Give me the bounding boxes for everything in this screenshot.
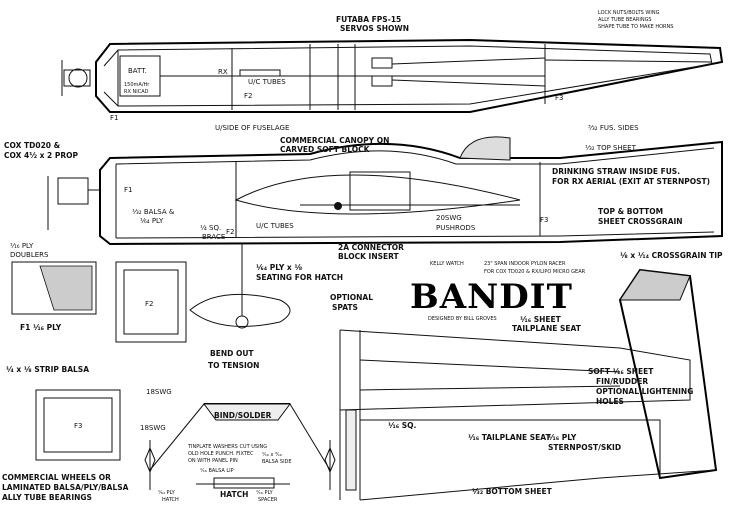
washer-note-1: TINPLATE WASHERS CUT USING — [187, 444, 267, 450]
soft-sheet-label-3: OPTIONAL LIGHTENING — [596, 387, 693, 396]
wing-note-2: ALLY TUBE BEARINGS — [598, 17, 652, 23]
washer-note-3: ON WITH PANEL PIN — [188, 458, 238, 464]
engine-label-1: COX TD020 & — [4, 141, 61, 150]
straw-label-2: FOR RX AERIAL (EXIT AT STERNPOST) — [552, 177, 710, 186]
rx-label: RX — [218, 68, 228, 76]
wire-gauge-label-2: 18SWG — [140, 424, 166, 432]
soft-sheet-label-4: HOLES — [596, 397, 624, 406]
doublers-label-1: ¹⁄₁₆ PLY — [10, 242, 34, 250]
f1-ply-label: F1 ¹⁄₁₆ PLY — [20, 323, 62, 332]
strip-balsa-label: ¹⁄₄ x ¹⁄₈ STRIP BALSA — [6, 365, 89, 374]
fin-and-tailplane — [339, 268, 718, 501]
connector-label-1: 2A CONNECTOR — [338, 243, 404, 252]
brace-label-1: ¹⁄₄ SQ. — [200, 224, 221, 232]
side-size-label: ¹⁄₁₆ x ³⁄₁₆ — [262, 452, 282, 458]
pushrods-label-2: PUSHRODS — [436, 224, 476, 232]
tp-seat-bottom-label: ¹⁄₁₆ TAILPLANE SEAT — [468, 433, 551, 442]
sq-label: ¹⁄₁₆ SQ. — [388, 421, 416, 430]
undercarriage-wire — [144, 403, 336, 490]
wheels-label-3: ALLY TUBE BEARINGS — [2, 493, 92, 502]
canopy-label-1: COMMERCIAL CANOPY ON — [280, 136, 389, 145]
f2-part-label: F2 — [145, 300, 153, 308]
canopy-label-2: CARVED SOFT BLOCK — [280, 145, 371, 154]
side-f3-label: F3 — [540, 216, 548, 224]
ply-hatch-label-2: HATCH — [162, 497, 179, 503]
ply-spacer-label-2: SPACER — [258, 497, 278, 503]
side-f1-label: F1 — [124, 186, 132, 194]
bend-label-2: TO TENSION — [208, 361, 259, 370]
balsa-ply-label-2: ¹⁄₆₄ PLY — [140, 217, 164, 225]
hatch-cross-section — [196, 477, 290, 489]
battery-spec-2: RX NICAD — [124, 89, 149, 95]
spats-label-2: SPATS — [332, 303, 358, 312]
f3-former — [35, 389, 121, 461]
top-f1-label: F1 — [110, 114, 118, 122]
top-f2-label: F2 — [244, 92, 252, 100]
top-uc-tubes-label: U/C TUBES — [248, 78, 286, 86]
balsa-ply-label-1: ¹⁄₃₂ BALSA & — [132, 208, 175, 216]
wheels-label-1: COMMERCIAL WHEELS OR — [2, 473, 111, 482]
wing-note-3: SHAPE TUBE TO MAKE HORNS — [598, 24, 673, 30]
balsa-side-label: BALSA SIDE — [262, 459, 292, 465]
top-f3-label: F3 — [555, 94, 563, 102]
designer-label: DESIGNED BY BILL GROVES — [428, 316, 497, 322]
bottom-sheet-label: ¹⁄₃₂ BOTTOM SHEET — [472, 487, 553, 496]
hatch-seat-label-2: SEATING FOR HATCH — [256, 273, 343, 282]
pushrods-label-1: 20SWG — [436, 214, 462, 222]
plan-title: BANDIT — [410, 277, 573, 317]
hatch-seat-label-1: ¹⁄₆₄ PLY x ¹⁄₈ — [256, 263, 302, 272]
sternpost-label-2: STERNPOST/SKID — [548, 443, 621, 452]
wire-gauge-label-1: 18SWG — [146, 388, 172, 396]
balsa-lip-label: ¹⁄₁₆ BALSA LIP — [200, 468, 234, 474]
ply-hatch-label-1: ¹⁄₆₄ PLY — [158, 490, 176, 496]
engine-label-2: COX 4½ x 2 PROP — [4, 151, 79, 160]
brace-label-2: BRACE — [202, 233, 225, 241]
f3-part-label: F3 — [74, 422, 82, 430]
washer-note-2: OLD HOLE PUNCH. FIXTEC — [188, 451, 254, 457]
doubler-part — [11, 261, 97, 315]
side-f2-label: F2 — [226, 228, 234, 236]
bend-label-1: BEND OUT — [210, 349, 254, 358]
kelly-watch-label: KELLY WATCH — [430, 261, 464, 267]
battery-label: BATT. — [128, 67, 147, 75]
soft-sheet-label-2: FIN/RUDDER — [596, 377, 648, 386]
bind-solder-label: BIND/SOLDER — [214, 411, 272, 420]
f2-former — [115, 261, 187, 343]
crossgrain-label-1: TOP & BOTTOM — [598, 207, 663, 216]
underside-label: U/SIDE OF FUSELAGE — [215, 124, 289, 132]
subtitle-line-2: FOR COX TD020 & RX/LIPO MICRO GEAR — [484, 269, 586, 275]
top-sheet-label: ¹⁄₃₂ TOP SHEET — [585, 144, 637, 152]
sternpost-label-1: ¹⁄₁₆ PLY — [548, 433, 577, 442]
ply-spacer-label-1: ¹⁄₁₆ PLY — [256, 490, 274, 496]
wing-note-1: LOCK NUTS/BOLTS WING — [598, 10, 660, 16]
servos-label: FUTABA FPS-15 — [336, 15, 401, 24]
wheel-spat — [189, 244, 291, 329]
battery-spec-1: 150mA/Hr — [124, 82, 150, 88]
servos-shown-label: SERVOS SHOWN — [340, 24, 409, 33]
tp-seat-top-label-1: ¹⁄₁₆ SHEET — [520, 315, 562, 324]
side-view-fuselage — [47, 136, 723, 246]
hatch-label: HATCH — [220, 490, 248, 499]
crossgrain-label-2: SHEET CROSSGRAIN — [598, 217, 683, 226]
top-view-fuselage — [61, 38, 724, 113]
wheels-label-2: LAMINATED BALSA/PLY/BALSA — [2, 483, 129, 492]
spats-label-1: OPTIONAL — [330, 293, 373, 302]
side-uc-tubes-label: U/C TUBES — [256, 222, 294, 230]
connector-label-2: BLOCK INSERT — [338, 252, 400, 261]
tp-seat-top-label-2: TAILPLANE SEAT — [512, 324, 582, 333]
straw-label-1: DRINKING STRAW INSIDE FUS. — [552, 167, 680, 176]
doublers-label-2: DOUBLERS — [10, 251, 49, 259]
subtitle-line-1: 23" SPAN INDOOR PYLON RACER — [484, 261, 566, 267]
fus-sides-label: ³⁄₃₂ FUS. SIDES — [588, 124, 639, 132]
crossgrain-tip-label: ¹⁄₈ x ¹⁄₁₄ CROSSGRAIN TIP — [620, 251, 723, 260]
soft-sheet-label-1: SOFT ¹⁄₁₆ SHEET — [588, 367, 654, 376]
